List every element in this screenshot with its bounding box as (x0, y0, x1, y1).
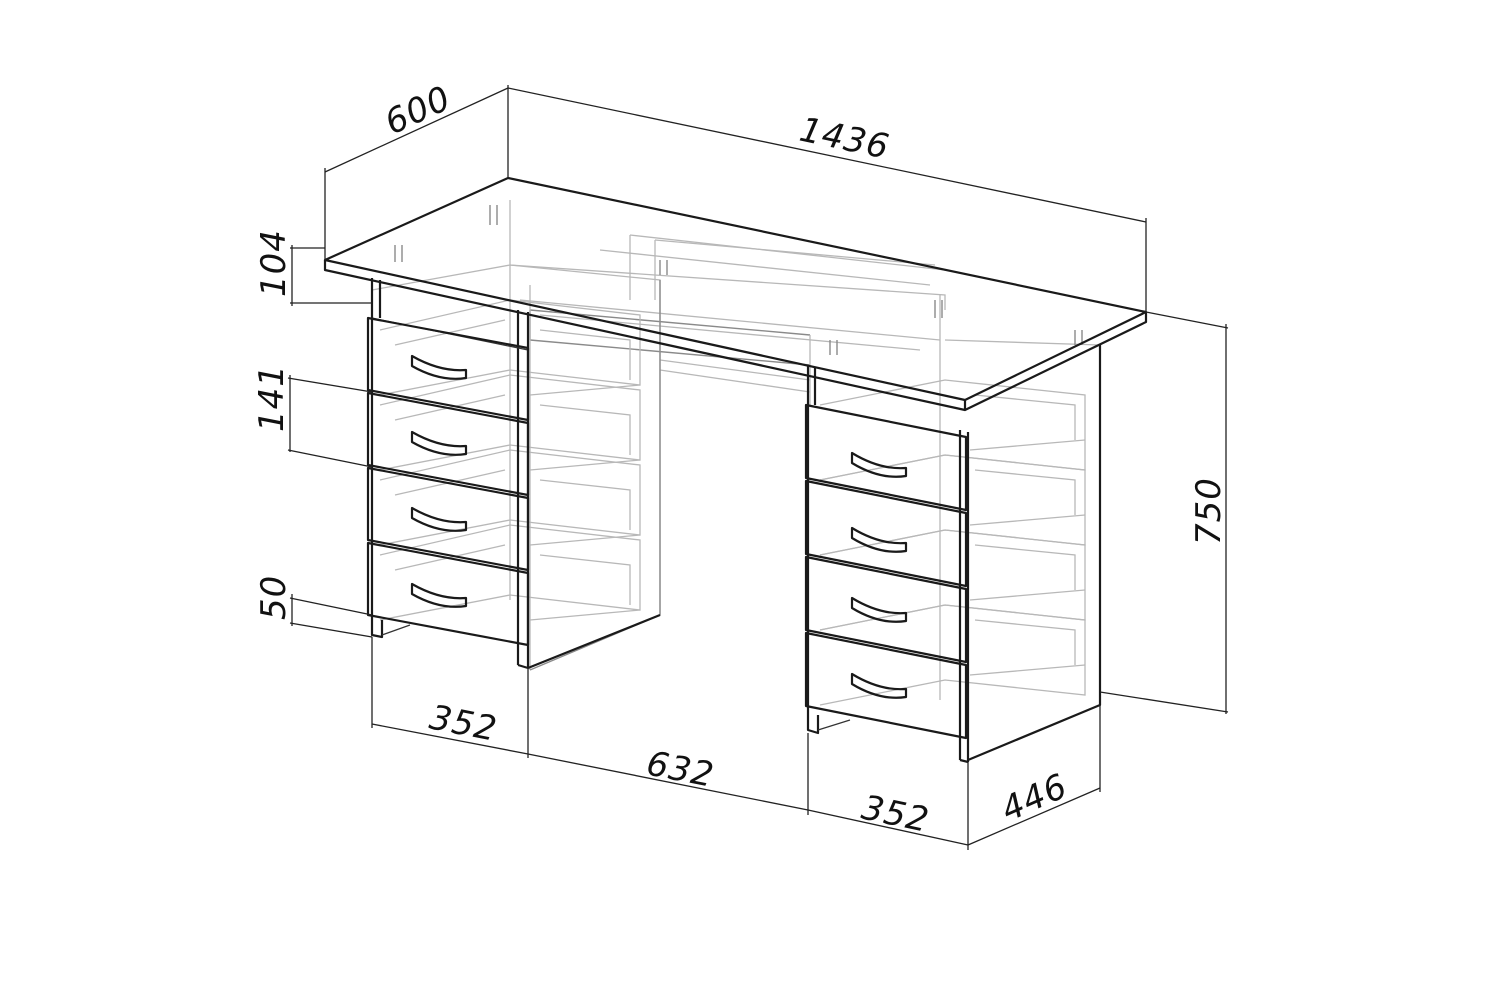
left-drawer-3 (366, 466, 530, 572)
left-drawers (366, 316, 530, 647)
right-drawer-1 (804, 403, 968, 512)
desk-top (323, 176, 1148, 412)
right-drawers (804, 403, 968, 740)
dimension-knee-space-width: 632 (643, 744, 717, 796)
right-drawer-2 (804, 479, 968, 588)
dimension-height-total: 750 (1189, 477, 1229, 545)
left-drawer-2 (366, 391, 530, 497)
dimension-depth-top: 600 (379, 78, 457, 143)
dimension-labels: 600 1436 104 141 50 750 352 632 352 446 (252, 78, 1229, 841)
left-drawer-1 (366, 316, 530, 422)
right-drawer-4 (804, 631, 968, 740)
dimension-top-thickness: 104 (254, 229, 294, 297)
hidden-lines (371, 200, 1101, 706)
dimension-left-pedestal-width: 352 (426, 698, 500, 750)
dimension-plinth-height: 50 (254, 575, 294, 620)
dimension-width-total: 1436 (796, 110, 893, 168)
dimension-lines (287, 85, 1229, 850)
dimension-drawer-height: 141 (252, 364, 292, 432)
dimension-right-pedestal-width: 352 (858, 788, 933, 841)
right-drawer-3 (804, 555, 968, 664)
dimension-pedestal-depth: 446 (995, 766, 1073, 830)
desk-outline (323, 176, 1148, 764)
left-drawer-4 (366, 541, 530, 647)
